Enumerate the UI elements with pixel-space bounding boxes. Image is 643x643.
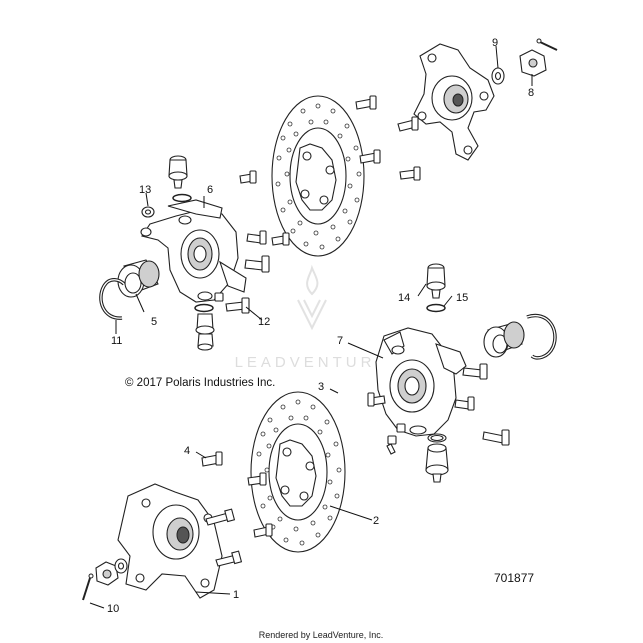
callout-3: 3 xyxy=(318,381,324,393)
callout-numbers: 1 2 3 4 5 6 7 8 9 10 11 12 13 14 15 xyxy=(107,37,534,615)
upper-castle-nut xyxy=(519,49,547,77)
callout-5: 5 xyxy=(151,316,157,328)
callout-1: 1 xyxy=(233,589,239,601)
diagram-part-number: 701877 xyxy=(494,571,534,585)
copyright-notice: © 2017 Polaris Industries Inc. xyxy=(125,377,275,389)
lower-disc-bolts xyxy=(201,451,273,538)
callout-13: 13 xyxy=(139,184,151,196)
callout-12: 12 xyxy=(258,316,270,328)
right-upper-ball-joint xyxy=(426,263,446,299)
callout-8: 8 xyxy=(528,87,534,99)
upper-disc-bolts xyxy=(239,95,421,246)
callout-10: 10 xyxy=(107,603,119,615)
watermark-text: LEADVENTURE xyxy=(235,354,390,371)
upper-washer xyxy=(491,67,505,85)
callout-14: 14 xyxy=(398,292,410,304)
upper-cotter-pin xyxy=(536,38,558,51)
leader-lines xyxy=(89,45,533,609)
callout-15: 15 xyxy=(456,292,468,304)
right-wheel-bearing xyxy=(483,321,525,358)
left-washer xyxy=(141,206,155,218)
lower-castle-nut xyxy=(95,558,128,586)
leadventure-watermark: LEADVENTURE xyxy=(235,264,390,371)
callout-4: 4 xyxy=(184,445,190,457)
left-knuckle-bolts xyxy=(214,230,270,314)
callout-7: 7 xyxy=(337,335,343,347)
left-lower-ball-joint xyxy=(194,303,215,351)
right-steering-knuckle xyxy=(375,327,467,437)
callout-2: 2 xyxy=(373,515,379,527)
upper-wheel-hub xyxy=(413,43,495,161)
lower-cotter-pin xyxy=(82,573,94,601)
left-upper-ball-joint xyxy=(168,155,192,203)
right-retaining-ring xyxy=(426,303,446,313)
left-steering-knuckle xyxy=(140,199,247,303)
callout-9: 9 xyxy=(492,37,498,49)
lower-wheel-hub xyxy=(117,483,223,599)
lower-brake-disc xyxy=(250,391,346,553)
callout-6: 6 xyxy=(207,184,213,196)
right-knuckle-bolts xyxy=(367,363,510,455)
upper-brake-disc xyxy=(271,95,365,257)
right-lower-ball-joint xyxy=(425,433,449,483)
hub-studs xyxy=(205,508,243,567)
render-credit: Rendered by LeadVenture, Inc. xyxy=(259,630,384,640)
right-snap-ring xyxy=(526,313,557,360)
callout-11: 11 xyxy=(111,335,122,347)
left-wheel-bearing xyxy=(117,259,160,298)
left-snap-ring xyxy=(99,278,126,320)
